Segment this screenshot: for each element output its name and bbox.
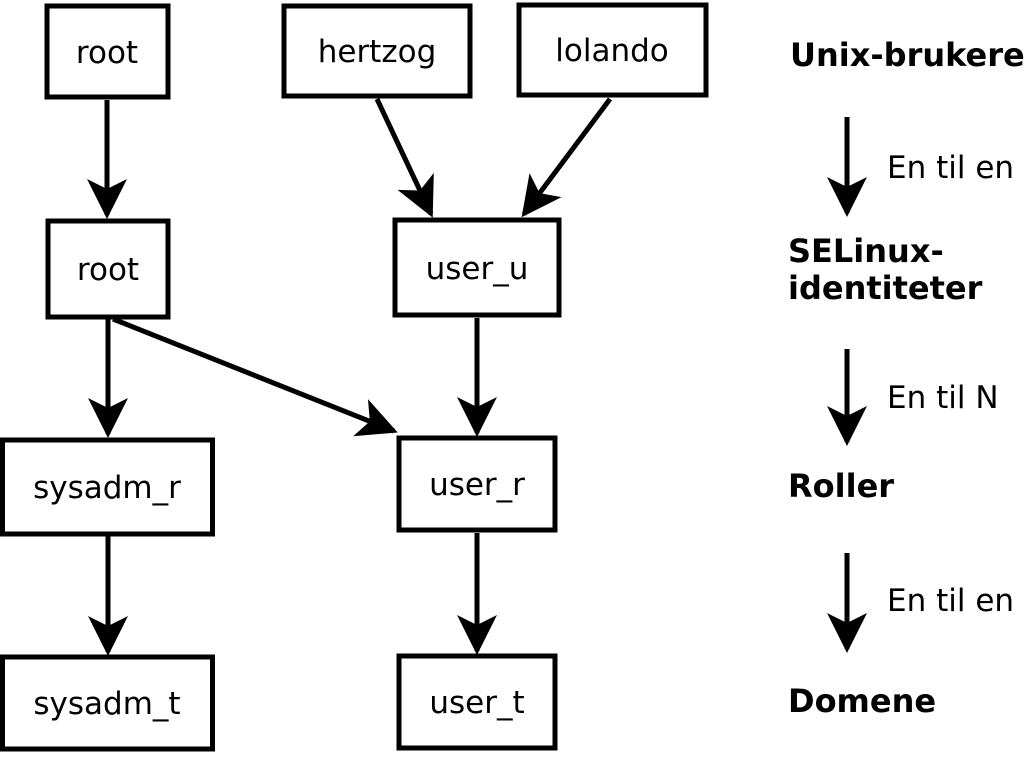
- box-role-sysadm-r: [0, 437, 215, 537]
- legend-one-to-one-1: En til en: [887, 150, 1014, 186]
- box-domain-sysadm-t: [0, 654, 215, 752]
- label-domain-sysadm-t: sysadm_t: [33, 686, 180, 722]
- legend-roles: Roller: [788, 467, 894, 505]
- box-role-user-r: [396, 435, 558, 533]
- box-unix-user-root: [44, 3, 171, 100]
- legend-domains: Domene: [788, 682, 936, 720]
- legend-one-to-one-2: En til en: [887, 583, 1014, 619]
- label-selinux-id-user-u: user_u: [426, 251, 529, 287]
- arrow-hertzog-to-user-u: [374, 97, 434, 218]
- label-domain-user-t: user_t: [429, 685, 524, 721]
- arrow-root-to-user-r: [112, 316, 398, 437]
- box-selinux-id-root: [45, 218, 171, 320]
- legend-selinux-identities-line2: identiteter: [788, 269, 983, 307]
- label-unix-user-hertzog: hertzog: [318, 34, 437, 70]
- arrow-lolando-to-user-u: [521, 97, 613, 218]
- legend-one-to-n: En til N: [887, 380, 999, 416]
- legend-unix-users: Unix-brukere: [790, 36, 1024, 74]
- box-unix-user-hertzog: [281, 3, 473, 99]
- label-selinux-id-root: root: [77, 252, 139, 288]
- box-selinux-id-user-u: [392, 217, 562, 318]
- label-role-user-r: user_r: [429, 467, 525, 503]
- box-domain-user-t: [396, 653, 558, 751]
- label-unix-user-root: root: [76, 35, 138, 71]
- label-role-sysadm-r: sysadm_r: [33, 470, 181, 506]
- box-unix-user-lolando: [516, 2, 709, 98]
- legend-selinux-identities-line1: SELinux-: [788, 232, 944, 270]
- label-unix-user-lolando: lolando: [555, 33, 668, 69]
